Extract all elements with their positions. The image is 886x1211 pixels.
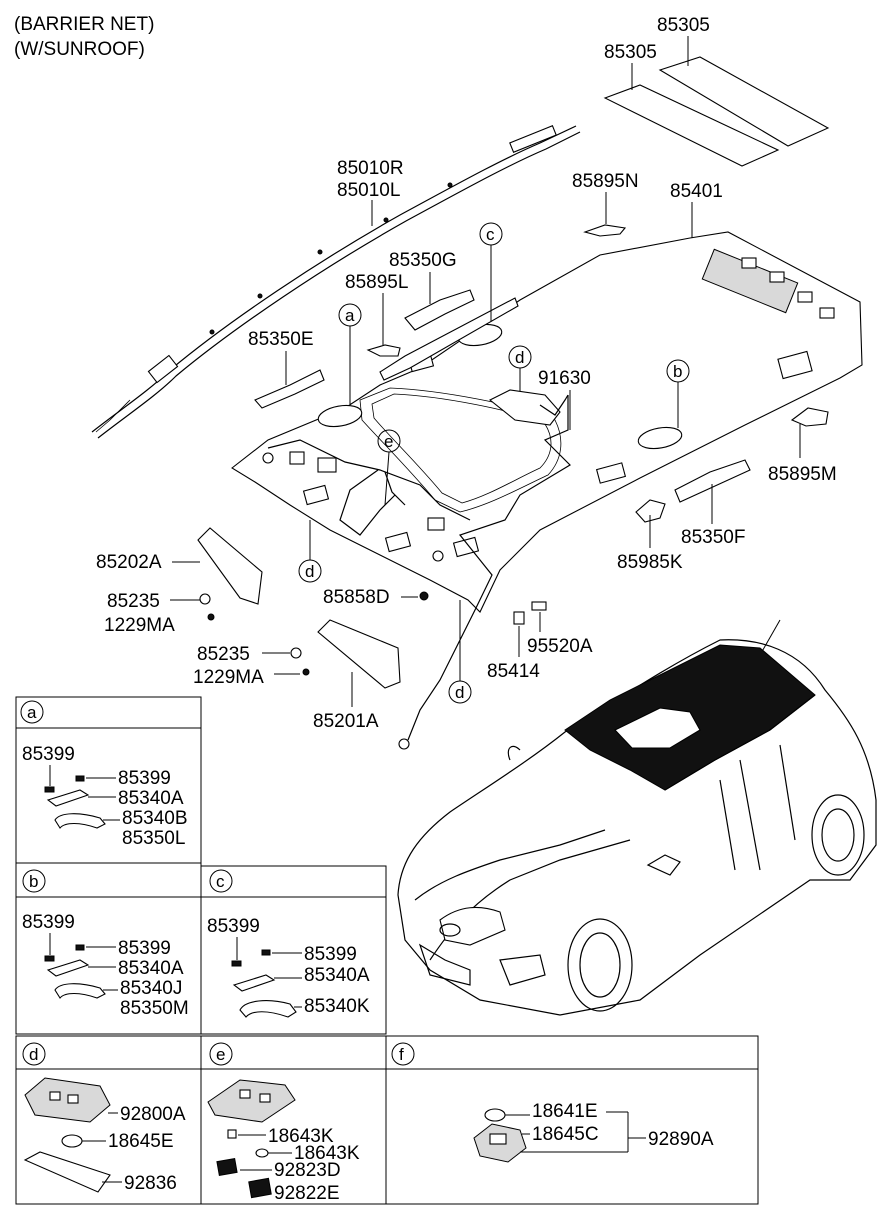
label-85350G: 85350G [389,250,457,271]
clip-85235-upper [199,593,211,605]
label-85305: 85305 [604,42,657,63]
label-85202A: 85202A [96,552,162,573]
label-85305-top: 85305 [657,15,710,36]
bracket-85350F [674,459,751,503]
label-1229MA-upper: 1229MA [104,615,175,636]
header-line-2: (W/SUNROOF) [14,39,145,60]
label-85895M: 85895M [768,464,837,485]
detail-c-label-3: 85340K [304,996,370,1017]
detail-a-title: a [27,703,37,722]
label-85010R: 85010R [337,158,404,179]
detail-panel-f: f 18641E 18645C 92890A [385,1035,759,1205]
detail-a-label-4: 85350L [122,828,185,849]
bracket-85350E [254,369,325,409]
detail-e-title: e [216,1045,225,1064]
detail-e-label-3: 92822E [274,1183,340,1204]
label-85235-lower: 85235 [197,644,250,665]
detail-b-label-2: 85340A [118,958,184,979]
callout-a-main-text: a [345,306,355,325]
detail-panel-e: e 18643K 18643K 92823D 92822E [200,1035,387,1205]
sunroof-panels [603,56,830,167]
clip-85858D [419,591,429,601]
callout-c-main-text: c [486,225,495,244]
label-1229MA-lower: 1229MA [193,667,264,688]
header-line-1: (BARRIER NET) [14,14,154,35]
detail-f-label-1: 18645C [532,1124,599,1145]
detail-panel-b: b 85399 85399 85340A 85340J 85350M [15,862,202,1035]
label-85401: 85401 [670,181,723,202]
label-85895L: 85895L [345,272,408,293]
detail-panel-c: c 85399 85399 85340A 85340K [200,865,387,1035]
label-85350F: 85350F [681,527,745,548]
detail-e-label-0: 18643K [268,1126,334,1147]
label-85414: 85414 [487,661,540,682]
callout-d-upper-text: d [515,348,524,367]
sunvisor-85202A [197,527,263,605]
vehicle-illustration [397,619,877,1016]
detail-c-label-0: 85399 [207,916,260,937]
callout-e-main-text: e [384,432,393,451]
screw-1229MA-lower [302,668,310,676]
detail-c-title: c [216,872,225,891]
bracket-85895N [583,224,627,237]
label-85895N: 85895N [572,171,639,192]
detail-panel-a: a 85399 85399 85340A 85340B 85350L [15,696,202,864]
detail-b-label-4: 85350M [120,998,189,1019]
screw-1229MA-upper [207,613,215,621]
label-85985K: 85985K [617,552,683,573]
detail-b-title: b [29,872,38,891]
sensor-95520A [531,601,547,611]
detail-a-label-1: 85399 [118,768,171,789]
detail-d-title: d [29,1045,38,1064]
detail-c-label-2: 85340A [304,965,370,986]
bracket-85895M [790,407,829,427]
label-95520A: 95520A [527,636,593,657]
sunvisor-85201A [317,619,401,689]
detail-b-label-1: 85399 [118,938,171,959]
bracket-85895L [366,344,401,357]
label-85235-upper: 85235 [107,591,160,612]
sunroof-panel-front [603,84,780,167]
detail-d-label-0: 92800A [120,1104,186,1125]
callout-d-left-text: d [305,562,314,581]
detail-e-label-1: 18643K [294,1143,360,1164]
label-85201A: 85201A [313,711,379,732]
label-85858D: 85858D [323,587,390,608]
curtain-airbag [91,125,581,439]
detail-d-label-2: 92836 [124,1173,177,1194]
detail-panel-d: d 92800A 18645E 92836 [15,1035,202,1205]
dome-lamp-opening [488,389,561,426]
label-85350E: 85350E [248,329,314,350]
label-91630: 91630 [538,368,591,389]
detail-a-label-0: 85399 [22,744,75,765]
detail-f-label-2: 92890A [648,1129,714,1150]
clip-85235-lower [290,647,302,659]
detail-b-label-0: 85399 [22,912,75,933]
bracket-85350G [404,289,475,331]
detail-a-label-2: 85340A [118,788,184,809]
roof-rail-strip [379,297,519,381]
detail-d-label-1: 18645E [108,1131,174,1152]
bracket-85985K [635,499,666,523]
detail-b-label-3: 85340J [120,978,182,999]
callout-b-main-text: b [673,362,682,381]
detail-e-label-2: 92823D [274,1160,341,1181]
detail-c-label-1: 85399 [304,944,357,965]
label-85010L: 85010L [337,180,400,201]
part-85414 [513,611,525,625]
detail-f-label-0: 18641E [532,1101,598,1122]
sunroof-panel-rear [658,56,830,147]
wiring-harness [267,394,571,750]
detail-a-label-3: 85340B [122,808,188,829]
callout-d-right-text: d [455,683,464,702]
detail-f-title: f [399,1045,404,1064]
